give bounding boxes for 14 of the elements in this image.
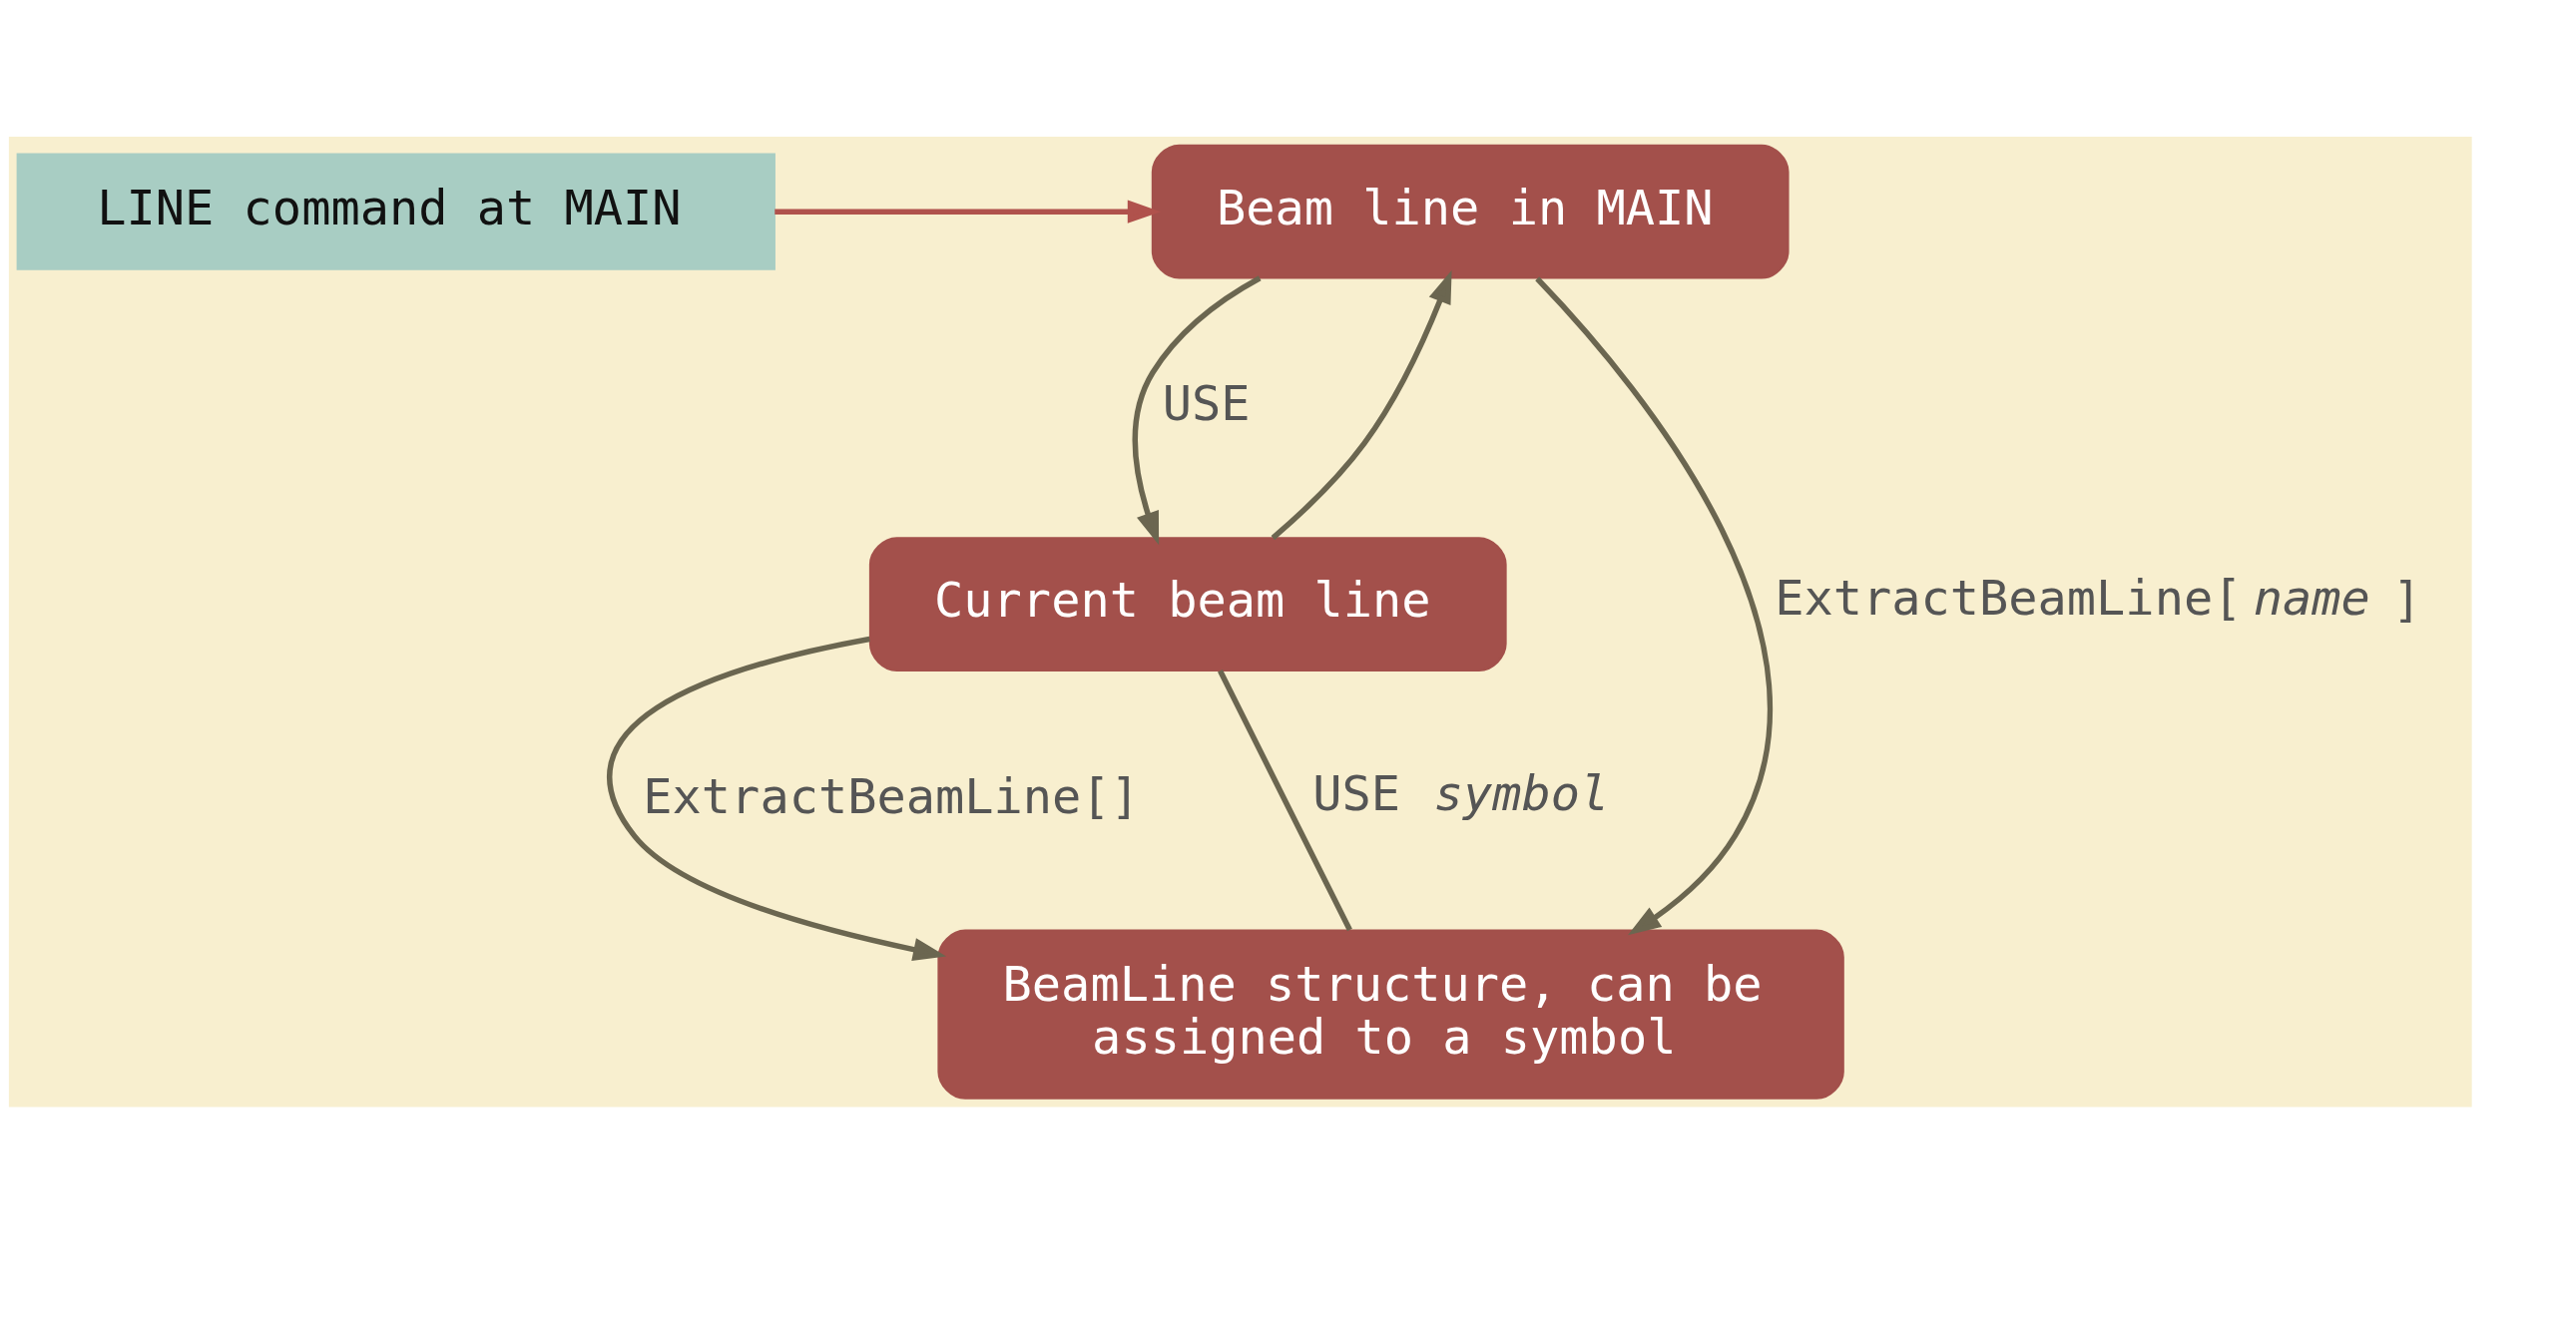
- node-box: BeamLine structure, can be assigned to a symbol: [937, 929, 1844, 1100]
- arrow: [1132, 275, 1262, 546]
- node-box: Beam line in MAIN: [1151, 144, 1790, 279]
- edge-label: ExtractBeamLine[name]: [1775, 569, 2422, 628]
- node-box: LINE command at MAIN: [16, 153, 775, 270]
- arrow: [1535, 276, 1773, 936]
- node-box: Current beam line: [868, 537, 1507, 671]
- arrow: [1271, 269, 1452, 541]
- arrow: [607, 636, 947, 962]
- edge-label: USE: [1162, 375, 1251, 432]
- arrow: [774, 200, 1162, 223]
- edge-label: USE symbol: [1312, 765, 1610, 822]
- edge-label: ExtractBeamLine[]: [643, 767, 1140, 824]
- connector: [1218, 670, 1352, 932]
